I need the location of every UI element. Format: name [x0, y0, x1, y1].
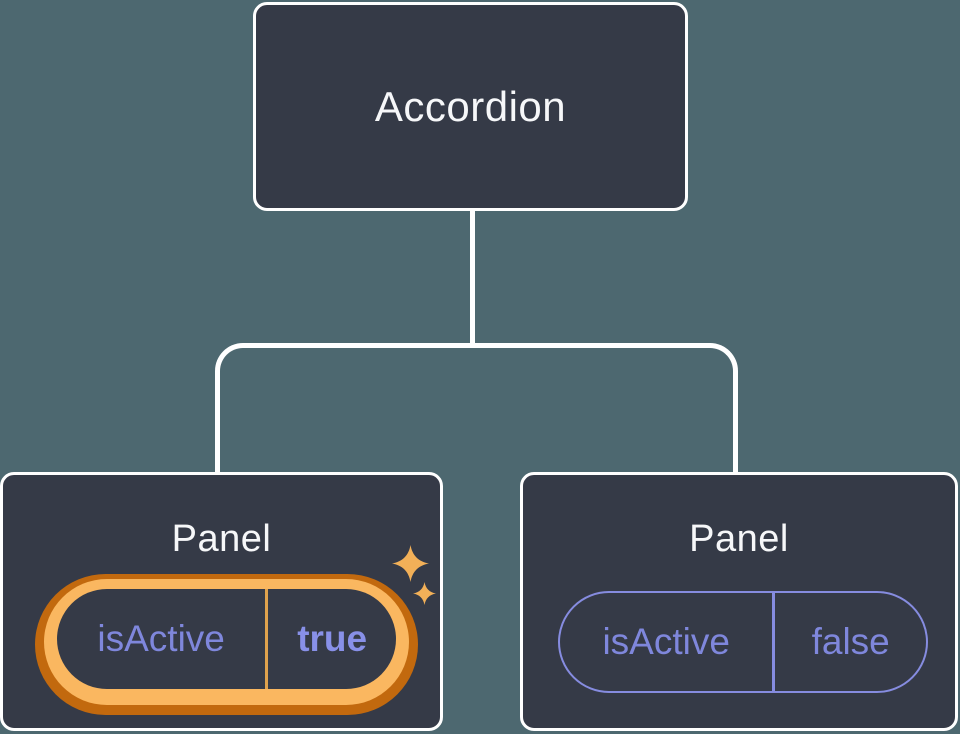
state-value-label: false: [811, 621, 890, 662]
state-value-label: true: [297, 618, 368, 659]
tree-connector-stem: [470, 209, 475, 346]
accordion-label: Accordion: [374, 82, 567, 130]
state-pill-inactive: isActive false: [558, 591, 928, 693]
panel-node-active: Panel isActive true: [0, 472, 443, 731]
sparkle-large-icon: [392, 545, 429, 582]
state-key-label: isActive: [602, 621, 730, 662]
state-key-label: isActive: [97, 618, 225, 659]
pill-divider: [772, 593, 776, 691]
accordion-node: Accordion: [253, 2, 688, 211]
tree-connector-bracket: [215, 343, 738, 472]
panel-title: Panel: [171, 518, 272, 560]
panel-node-inactive: Panel isActive false: [520, 472, 958, 731]
state-pill-active-glow: isActive true: [35, 574, 418, 715]
panel-title: Panel: [689, 518, 789, 560]
state-pill-highlight-ring: isActive true: [44, 579, 409, 705]
sparkle-small-icon: [413, 582, 436, 605]
state-pill-active: isActive true: [57, 589, 396, 689]
pill-divider: [265, 589, 269, 689]
